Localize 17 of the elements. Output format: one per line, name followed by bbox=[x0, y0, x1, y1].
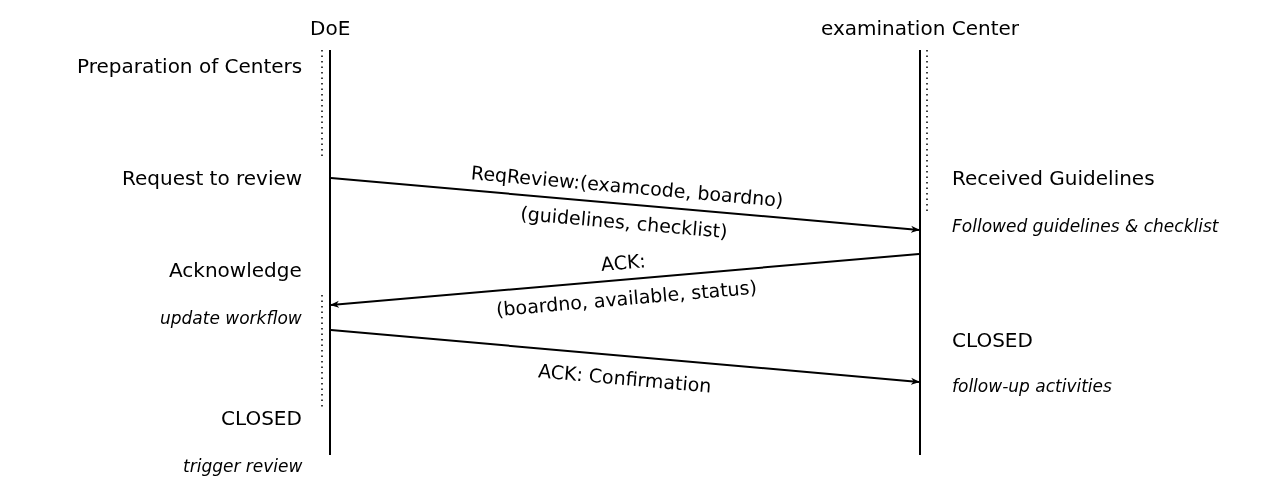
state-label: Received Guidelines bbox=[952, 166, 1155, 190]
participant-label: DoE bbox=[310, 16, 351, 40]
message-arrow bbox=[330, 329, 920, 385]
state-note: trigger review bbox=[183, 455, 303, 478]
message-label: ACK: (boardno, available, status) bbox=[494, 247, 758, 320]
state-label: Request to review bbox=[122, 166, 303, 190]
state-note: Followed guidelines & checklist bbox=[952, 215, 1220, 238]
participant-label: examination Center bbox=[821, 16, 1019, 40]
state-note: follow-up activities bbox=[952, 375, 1112, 398]
message-arrow bbox=[330, 253, 920, 308]
state-label: CLOSED bbox=[952, 328, 1033, 352]
state-label: Preparation of Centers bbox=[77, 54, 303, 78]
state-label: CLOSED bbox=[221, 406, 302, 430]
state-note: update workflow bbox=[160, 307, 302, 330]
message-label: ACK: Confirmation bbox=[537, 359, 713, 397]
message-arrow bbox=[330, 177, 920, 233]
state-label: Acknowledge bbox=[169, 258, 302, 282]
